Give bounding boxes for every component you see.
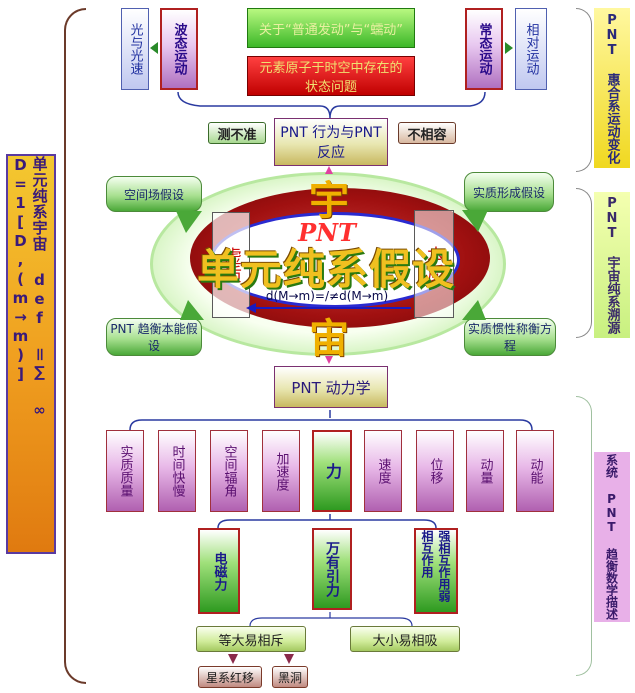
right-panel-motion: PNT 惠合系运动变化 [594, 8, 630, 168]
callout-tl-tail [176, 211, 202, 233]
arrow-down-pink [325, 356, 333, 364]
quantity-acceleration: 加速度 [262, 430, 300, 512]
quantities-row: 实质质量 时间快慢 空间辐角 加速度 力 速度 位移 动量 动能 [106, 430, 556, 512]
redshift-tag: 星系红移 [198, 666, 262, 688]
repel-box: 等大易相斥 [196, 626, 306, 652]
arrow-up-pink [325, 166, 333, 174]
attract-box: 大小易相吸 [350, 626, 460, 652]
blackhole-tag: 黑洞 [272, 666, 308, 688]
light-speed-box: 光与光速 [121, 8, 149, 90]
quantity-force: 力 [312, 430, 352, 512]
force-electromagnetic: 电磁力 [198, 528, 240, 614]
universe-definition-text: 单元纯系宇宙 def ＝∑ ∞ D=1[D,(m→m)] [11, 156, 49, 420]
arrow-down-redshift [228, 654, 238, 664]
formula-text: d(M→m)=/≠d(M→m) [265, 289, 389, 303]
callout-br-tail [462, 300, 486, 320]
right-panel-origin: PNT 宇宙纯系溯源 [594, 192, 630, 338]
uncertain-tag: 测不准 [208, 122, 266, 144]
hypothesis-title: 单元纯系假设 [196, 244, 455, 294]
arrow-left [150, 42, 158, 54]
right-bracket-1 [576, 8, 592, 172]
dynamics-box: PNT 动力学 [274, 366, 388, 408]
right-bracket-2 [576, 188, 592, 338]
right-bracket-3 [576, 396, 592, 676]
callout-space-field: 空间场假设 [106, 176, 202, 212]
quantity-kinetic-energy: 动能 [516, 430, 554, 512]
right-inner-box: 本质 [414, 210, 454, 318]
callout-balance-instinct: PNT 趋衡本能假设 [106, 318, 202, 356]
quantity-momentum: 动量 [466, 430, 504, 512]
wave-motion-box: 波态运动 [160, 8, 198, 90]
formula-arrow [246, 303, 411, 313]
pnt-label: PNT [298, 217, 356, 247]
quantity-space-angle: 空间辐角 [210, 430, 248, 512]
right-panel-math: 系统 PNT 趋衡数学描述 [594, 452, 630, 622]
universe-definition-panel: 单元纯系宇宙 def ＝∑ ∞ D=1[D,(m→m)] [6, 154, 56, 554]
left-brace [64, 8, 86, 684]
char-zhou: 宙 [309, 316, 349, 362]
left-inner-box: 虚质 [212, 212, 250, 318]
behavior-box: PNT 行为与PNT 反应 [274, 118, 388, 166]
quantity-mass: 实质质量 [106, 430, 144, 512]
incompatible-tag: 不相容 [398, 122, 456, 144]
arrow-right [505, 42, 513, 54]
arrow-down-blackhole [284, 654, 294, 664]
callout-tr-tail [462, 210, 488, 232]
relative-motion-box: 相对运动 [515, 8, 547, 90]
quantity-time: 时间快慢 [158, 430, 196, 512]
banner-green: 关于“普通发动”与“蠕动” [247, 8, 415, 48]
callout-bl-tail [180, 300, 204, 320]
callout-substance: 实质形成假设 [464, 172, 554, 212]
char-yu: 宇 [309, 178, 349, 224]
quantity-displacement: 位移 [416, 430, 454, 512]
callout-inertia-equation: 实质惯性称衡方程 [464, 318, 556, 356]
force-gravity: 万有引力 [312, 528, 352, 610]
force-strong-weak: 强相互作用弱相互作用 [414, 528, 458, 614]
constant-motion-box: 常态运动 [465, 8, 503, 90]
banner-red: 元素原子于时空中存在的状态问题 [247, 56, 415, 96]
quantity-velocity: 速度 [364, 430, 402, 512]
